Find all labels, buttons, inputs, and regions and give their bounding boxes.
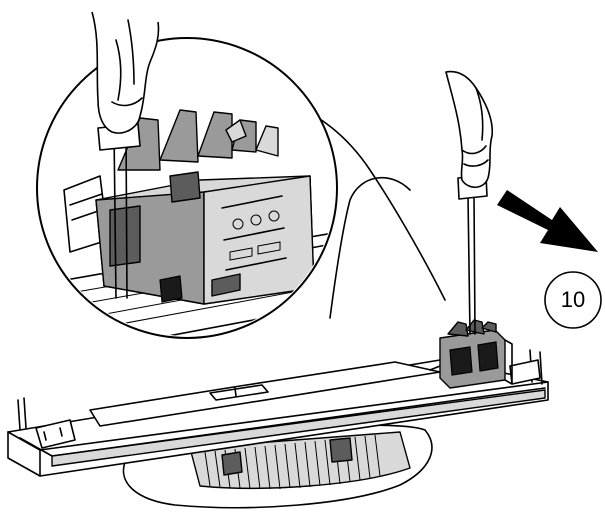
housing-fins — [204, 434, 381, 490]
right-hand-screwdriver — [445, 70, 494, 335]
connector-block — [439, 319, 513, 389]
hand-icon — [445, 70, 494, 189]
hand-icon-zoom — [91, 11, 160, 134]
screwdriver-icon — [467, 195, 476, 335]
step-number: 10 — [560, 287, 586, 312]
step-badge — [544, 271, 602, 329]
magnifier-callout — [36, 11, 338, 339]
light-fixture — [7, 349, 549, 477]
direction-arrow-icon — [497, 190, 598, 252]
